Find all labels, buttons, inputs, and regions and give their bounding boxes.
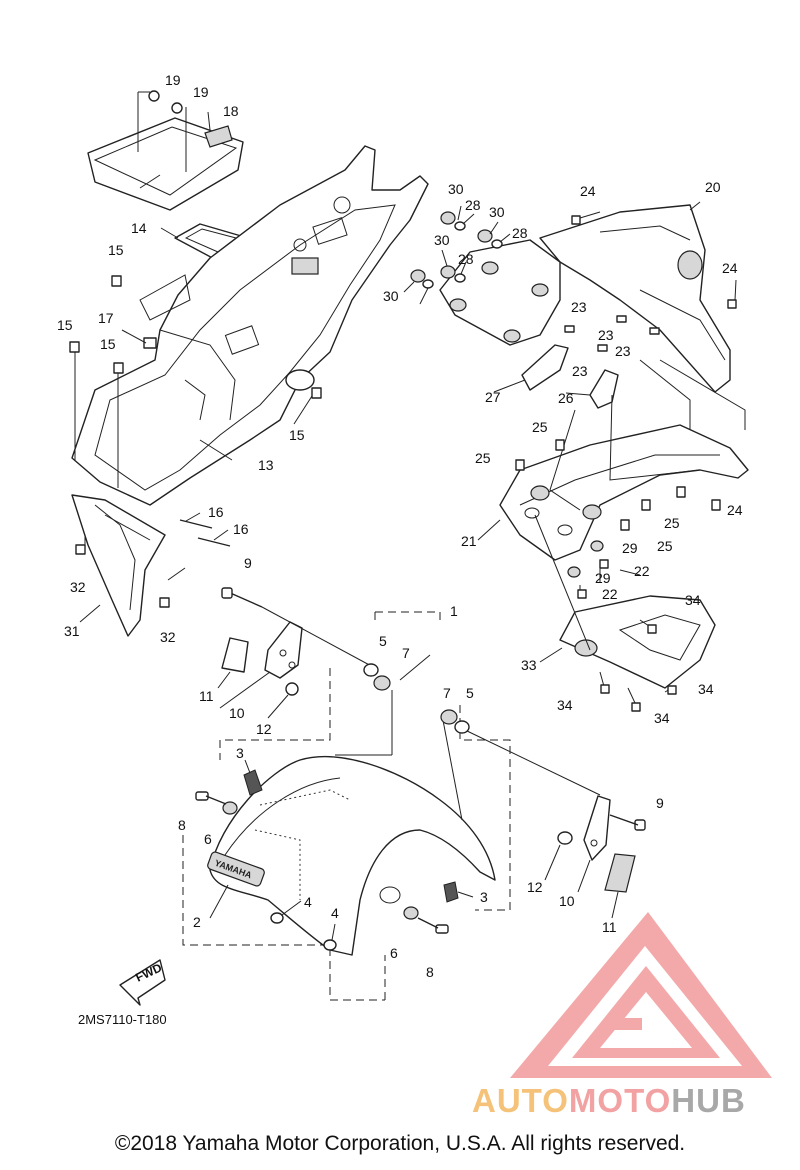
front-fender-2 — [207, 756, 496, 956]
callout-24c: 24 — [727, 502, 743, 518]
callout-8b: 8 — [426, 964, 434, 980]
callout-12a: 12 — [256, 721, 272, 737]
callout-21: 21 — [461, 533, 477, 549]
seat-tray-18 — [87, 90, 244, 211]
callout-20: 20 — [705, 179, 721, 195]
watermark-part-hub: HUB — [671, 1082, 746, 1119]
bracket-set-upper — [221, 587, 376, 696]
callout-24a: 24 — [580, 183, 596, 199]
callout-24b: 24 — [722, 260, 738, 276]
watermark-logo-mark — [510, 912, 772, 1078]
license-bracket-21 — [499, 424, 749, 561]
callout-6b: 6 — [390, 945, 398, 961]
callout-3b: 3 — [480, 889, 488, 905]
callout-4b: 4 — [331, 905, 339, 921]
callout-3a: 3 — [236, 745, 244, 761]
watermark-part-moto: MOTO — [568, 1082, 672, 1119]
left-leader-lines — [74, 352, 186, 581]
callout-30c: 30 — [434, 232, 450, 248]
callout-5b: 5 — [466, 685, 474, 701]
callout-30d: 30 — [383, 288, 399, 304]
callout-15c: 15 — [100, 336, 116, 352]
callout-22b: 22 — [602, 586, 618, 602]
callout-9a: 9 — [244, 555, 252, 571]
callout-19a: 19 — [165, 72, 181, 88]
callout-23a: 23 — [571, 299, 587, 315]
inner-fender-13 — [71, 145, 429, 506]
callout-34d: 34 — [654, 710, 670, 726]
bracket-plate-27 — [439, 239, 619, 409]
bracket-set-lower — [557, 795, 646, 893]
callout-7a: 7 — [402, 645, 410, 661]
fwd-arrow-icon: FWD — [119, 959, 166, 1006]
callout-32a: 32 — [70, 579, 86, 595]
callout-29a: 29 — [622, 540, 638, 556]
callout-23d: 23 — [615, 343, 631, 359]
callout-15a: 15 — [108, 242, 124, 258]
callout-30b: 30 — [489, 204, 505, 220]
callout-26: 26 — [558, 390, 574, 406]
callout-15d: 15 — [289, 427, 305, 443]
callout-7b: 7 — [443, 685, 451, 701]
callout-25a: 25 — [532, 419, 548, 435]
callout-9b: 9 — [656, 795, 664, 811]
callout-10a: 10 — [229, 705, 245, 721]
callout-4a: 4 — [304, 894, 312, 910]
copyright-notice: ©2018 Yamaha Motor Corporation, U.S.A. A… — [114, 1132, 686, 1155]
callout-2: 2 — [193, 914, 201, 930]
collars-and-fasteners — [195, 663, 470, 951]
diagram-code: 2MS7110-T180 — [78, 1012, 167, 1027]
callout-28b: 28 — [512, 225, 528, 241]
callout-6a: 6 — [204, 831, 212, 847]
callout-11b: 11 — [602, 919, 617, 935]
callout-34b: 34 — [698, 681, 714, 697]
callouts: 1 2 3 3 4 4 5 5 6 6 7 7 8 8 9 9 10 10 11… — [57, 72, 743, 980]
callout-19b: 19 — [193, 84, 209, 100]
callout-1: 1 — [450, 603, 458, 619]
callout-11a: 11 — [199, 688, 214, 704]
callout-30a: 30 — [448, 181, 464, 197]
watermark-part-auto: AUTO — [472, 1082, 569, 1119]
callout-18: 18 — [223, 103, 239, 119]
lower-cover-33 — [559, 595, 716, 689]
mudguard-31 — [71, 494, 166, 637]
small-fasteners — [69, 211, 737, 712]
callout-33: 33 — [521, 657, 537, 673]
callout-32b: 32 — [160, 629, 176, 645]
callout-27: 27 — [485, 389, 501, 405]
callout-17: 17 — [98, 310, 114, 326]
callout-29b: 29 — [595, 570, 611, 586]
callout-25b: 25 — [475, 450, 491, 466]
callout-23c: 23 — [572, 363, 588, 379]
tail-housing-20 — [539, 204, 731, 393]
callout-25d: 25 — [657, 538, 673, 554]
callout-25c: 25 — [664, 515, 680, 531]
assembly-boundary-1 — [182, 611, 601, 1001]
callout-12b: 12 — [527, 879, 543, 895]
callout-13: 13 — [258, 457, 274, 473]
callout-leaders — [79, 111, 619, 941]
watermark-wordmark: AUTOMOTOHUB — [472, 1082, 746, 1120]
callout-15b: 15 — [57, 317, 73, 333]
callout-22a: 22 — [634, 563, 650, 579]
callout-8a: 8 — [178, 817, 186, 833]
callout-28a: 28 — [465, 197, 481, 213]
callout-5a: 5 — [379, 633, 387, 649]
callout-23b: 23 — [598, 327, 614, 343]
callout-31: 31 — [64, 623, 80, 639]
callout-34a: 34 — [685, 592, 701, 608]
callout-10b: 10 — [559, 893, 575, 909]
callout-16a: 16 — [208, 504, 224, 520]
callout-34c: 34 — [557, 697, 573, 713]
callout-16b: 16 — [233, 521, 249, 537]
callout-14: 14 — [131, 220, 147, 236]
callout-28c: 28 — [458, 251, 474, 267]
